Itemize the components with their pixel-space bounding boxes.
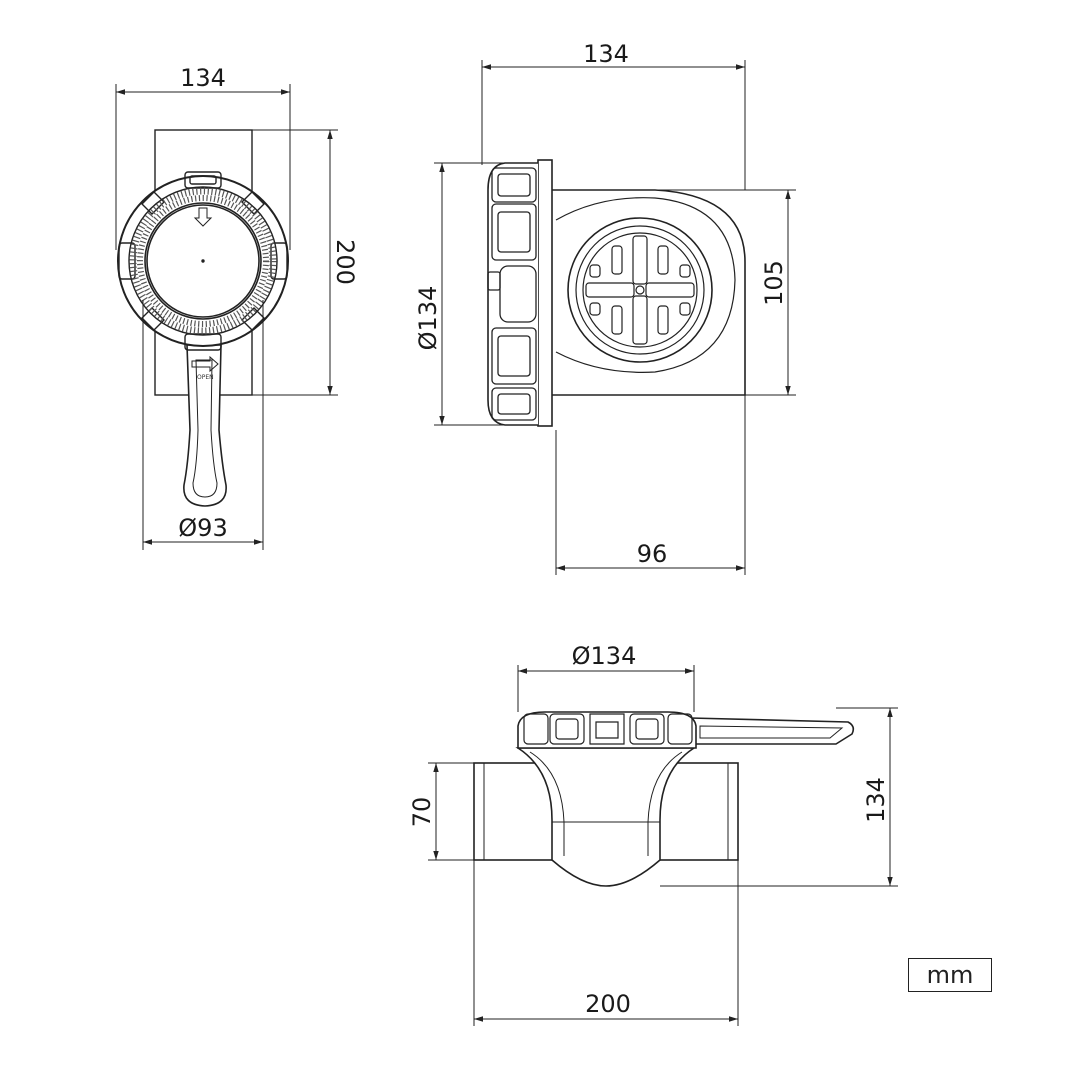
dim-bottom-height-left: 70: [408, 797, 436, 828]
side-cap-lugs: [487, 167, 537, 421]
front-handle: [183, 344, 227, 507]
dim-side-width: 134: [583, 40, 629, 68]
dim-side-depth: 96: [637, 540, 668, 568]
bottom-dimensions: [428, 665, 898, 1026]
bottom-cap-lugs: [523, 713, 693, 745]
bottom-view: [473, 711, 855, 887]
side-port-grid: [585, 235, 695, 345]
handle-open-arrow: [191, 355, 219, 373]
dim-side-height: 105: [760, 260, 788, 306]
dim-side-diameter: Ø134: [414, 286, 442, 351]
dim-bottom-height-right: 134: [862, 777, 890, 823]
dim-front-width: 134: [180, 64, 226, 92]
dim-bottom-length: 200: [585, 990, 631, 1018]
side-view: [487, 159, 746, 427]
side-dimensions: [434, 60, 796, 575]
dim-bottom-diameter: Ø134: [572, 642, 637, 670]
dim-front-height: 200: [331, 239, 359, 285]
bottom-handle: [689, 717, 855, 745]
dim-front-diameter: Ø93: [178, 514, 227, 542]
front-dimensions: [115, 84, 338, 550]
side-flange-plate: [537, 159, 553, 427]
unit-label: mm: [908, 958, 992, 992]
bottom-body: [515, 747, 697, 887]
side-port: [567, 217, 713, 363]
handle-open-label: OPEN: [197, 374, 214, 381]
front-flow-arrow: [193, 207, 213, 227]
front-view: [117, 129, 289, 507]
